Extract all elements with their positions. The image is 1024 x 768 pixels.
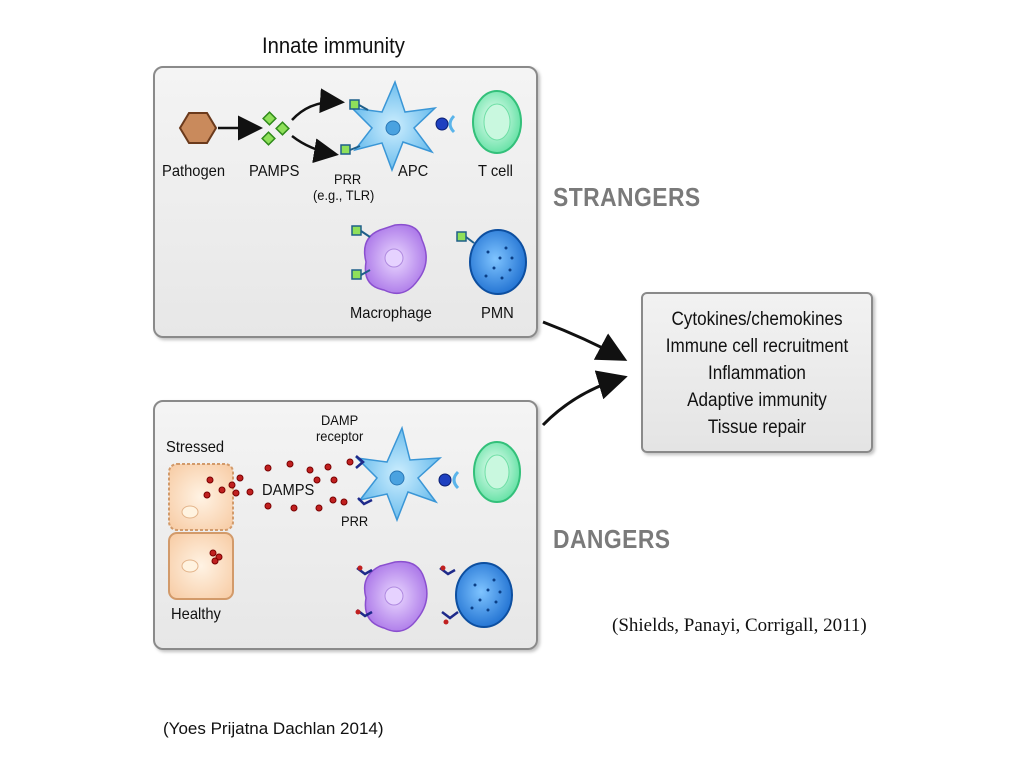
dangers-heading: DANGERS bbox=[553, 524, 671, 554]
macrophage-danger-icon bbox=[355, 560, 428, 633]
pamps-to-prr-arrow-top bbox=[291, 88, 345, 121]
damps-icon bbox=[203, 458, 354, 512]
damp-receptor-label-2: receptor bbox=[316, 428, 364, 444]
outcome-list: Cytokines/chemokines Immune cell recruit… bbox=[643, 294, 871, 441]
prr-receptor-icon bbox=[340, 99, 369, 155]
outcome-item: Cytokines/chemokines bbox=[671, 309, 843, 330]
outcome-box: Cytokines/chemokines Immune cell recruit… bbox=[641, 292, 873, 453]
prr-danger-label: PRR bbox=[341, 513, 369, 529]
diagram-title: Innate immunity bbox=[262, 33, 405, 58]
pmn-danger-icon bbox=[439, 562, 513, 628]
t-cell-label: T cell bbox=[478, 163, 513, 180]
macrophage-label: Macrophage bbox=[350, 305, 432, 322]
mhc-icon bbox=[435, 117, 449, 131]
damp-receptor-icon bbox=[355, 455, 373, 506]
pmn-icon bbox=[456, 229, 527, 295]
strangers-to-outcome-arrow bbox=[542, 320, 628, 361]
pamps-icon bbox=[261, 111, 290, 146]
healthy-label: Healthy bbox=[171, 606, 221, 623]
damp-receptor-label-1: DAMP bbox=[321, 412, 359, 428]
stressed-label: Stressed bbox=[166, 439, 225, 456]
strangers-heading: STRANGERS bbox=[553, 182, 701, 212]
apc-label: APC bbox=[398, 163, 429, 180]
damps-label: DAMPS bbox=[262, 482, 315, 499]
pamps-label: PAMPS bbox=[249, 163, 300, 180]
prr-example-label: (e.g., TLR) bbox=[313, 187, 375, 203]
outcome-item: Tissue repair bbox=[707, 417, 807, 438]
pamps-to-prr-arrow-bottom bbox=[291, 135, 339, 164]
pathogen-icon bbox=[178, 112, 218, 144]
healthy-damps-icon bbox=[209, 549, 223, 565]
outcome-item: Adaptive immunity bbox=[687, 390, 827, 411]
slide-citation: (Yoes Prijatna Dachlan 2014) bbox=[163, 719, 384, 738]
stressed-cell-icon bbox=[168, 463, 234, 531]
outcome-item: Immune cell recruitment bbox=[665, 336, 849, 357]
mhc-danger-icon bbox=[438, 473, 452, 487]
figure-citation: (Shields, Panayi, Corrigall, 2011) bbox=[612, 615, 867, 636]
dangers-to-outcome-arrow bbox=[541, 370, 628, 427]
tcr-icon bbox=[448, 114, 456, 134]
outcome-item: Inflammation bbox=[708, 363, 806, 384]
healthy-cell-icon bbox=[168, 532, 234, 600]
prr-label: PRR bbox=[334, 171, 362, 187]
pathogen-label: Pathogen bbox=[162, 163, 226, 180]
macrophage-icon bbox=[351, 223, 427, 295]
tcr-danger-icon bbox=[452, 470, 460, 490]
pmn-label: PMN bbox=[481, 305, 514, 322]
